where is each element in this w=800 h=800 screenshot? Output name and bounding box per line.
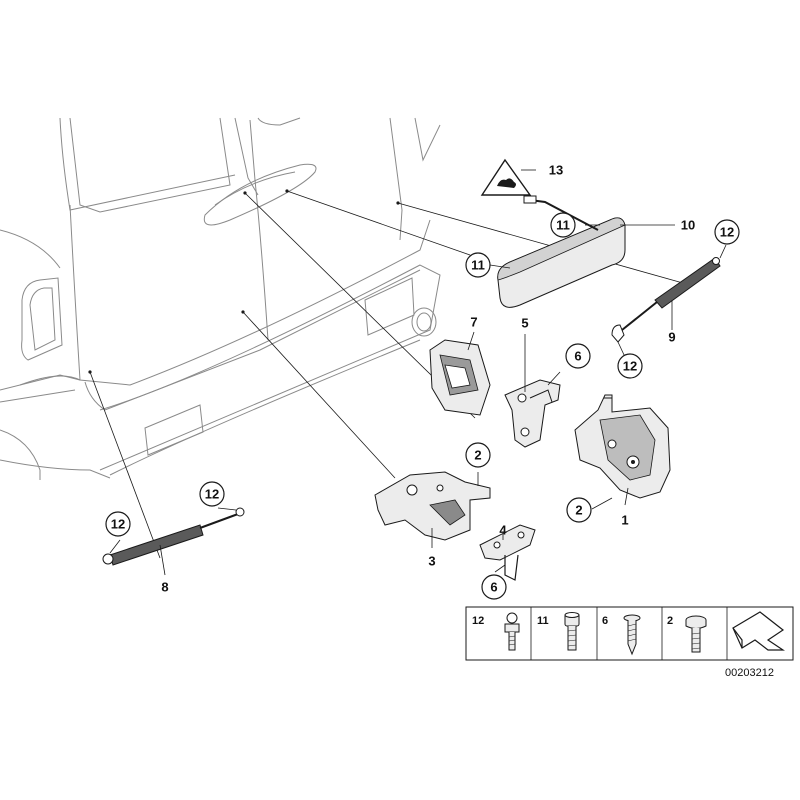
tailgate-handle-part <box>489 195 675 308</box>
lock-assembly-part <box>574 394 671 510</box>
callout-label: 9 <box>668 330 675 345</box>
callout-7: 7 <box>470 315 477 330</box>
callout-9: 9 <box>668 330 675 345</box>
ball-stud-icon <box>504 612 520 651</box>
callout-label: 5 <box>521 316 528 331</box>
gas-strut-left-part <box>102 507 245 576</box>
callout-11-upper: 11 <box>550 212 576 238</box>
callout-12-upper-right: 12 <box>714 219 740 245</box>
callout-2-upper: 2 <box>465 442 491 468</box>
callout-13: 13 <box>549 163 563 178</box>
callout-12-lower-left: 12 <box>105 511 131 537</box>
callout-label: 1 <box>621 513 628 528</box>
callout-4: 4 <box>499 523 507 538</box>
reference-number: 00203212 <box>725 667 774 679</box>
callout-6-upper: 6 <box>565 343 591 369</box>
callout-label: 3 <box>428 554 435 569</box>
callout-1: 1 <box>621 513 628 528</box>
callout-3: 3 <box>428 554 435 569</box>
legend-item-12: 12 <box>472 612 520 651</box>
callout-label: 2 <box>474 448 481 463</box>
callout-label: 7 <box>470 315 477 330</box>
callout-label: 6 <box>574 349 581 364</box>
callout-8: 8 <box>161 580 168 595</box>
direction-arrow-icon <box>732 611 785 651</box>
callout-label: 12 <box>205 487 219 502</box>
tapping-screw-icon <box>623 614 641 656</box>
svg-text:11: 11 <box>537 615 549 627</box>
callout-label: 12 <box>623 359 637 374</box>
lock-bracket-part <box>429 331 491 416</box>
vehicle-body-outline <box>0 117 441 480</box>
callout-6-lower: 6 <box>481 574 507 600</box>
callout-label: 12 <box>111 517 125 532</box>
callout-label: 6 <box>490 580 497 595</box>
callout-10: 10 <box>681 218 695 233</box>
callout-label: 10 <box>681 218 695 233</box>
callout-label: 8 <box>161 580 168 595</box>
striker-plate-part <box>504 334 561 448</box>
svg-text:6: 6 <box>602 615 608 627</box>
callout-label: 12 <box>720 225 734 240</box>
gas-strut-right-part <box>611 244 727 358</box>
latch-bracket-part <box>374 471 491 548</box>
callout-label: 13 <box>549 163 563 178</box>
warning-label-part <box>480 158 536 196</box>
callout-5: 5 <box>521 316 528 331</box>
legend-item-11: 11 <box>537 612 580 651</box>
warning-triangle-icon <box>480 158 532 196</box>
callout-label: 2 <box>575 503 582 518</box>
svg-text:2: 2 <box>667 615 673 627</box>
callout-label: 11 <box>556 218 570 233</box>
callout-12-mid-right: 12 <box>617 353 643 379</box>
torx-bolt-icon <box>685 615 707 653</box>
callout-2-lower: 2 <box>566 497 592 523</box>
callout-12-lower-right: 12 <box>199 481 225 507</box>
callout-label: 11 <box>471 258 485 273</box>
small-striker-part <box>479 524 536 581</box>
callout-label: 4 <box>499 523 507 538</box>
legend-item-2: 2 <box>667 615 707 653</box>
fastener-legend: 12 11 6 <box>465 606 794 661</box>
legend-item-6: 6 <box>602 614 641 656</box>
svg-text:12: 12 <box>472 615 484 627</box>
callout-11-lower: 11 <box>465 252 491 278</box>
socket-screw-icon <box>564 612 580 651</box>
